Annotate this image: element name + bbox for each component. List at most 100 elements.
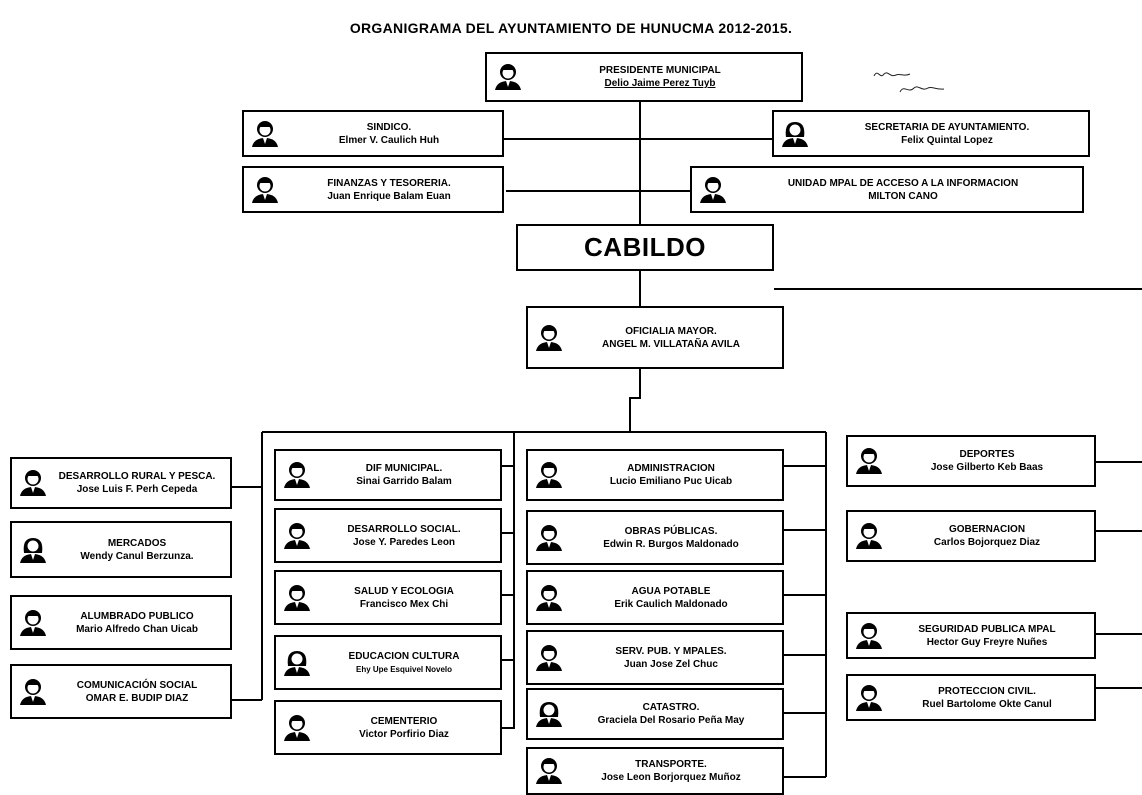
handwritten-signature — [873, 72, 945, 93]
node-gobernacion: GOBERNACION Carlos Bojorquez Diaz — [846, 510, 1096, 562]
male-avatar-icon — [534, 460, 564, 490]
male-avatar-icon — [18, 608, 48, 638]
node-secretaria: SECRETARIA DE AYUNTAMIENTO.Felix Quintal… — [772, 110, 1090, 157]
node-catastro: CATASTRO. Graciela Del Rosario Peña May — [526, 688, 784, 740]
node-name: MILTON CANO — [868, 190, 938, 202]
node-name: Jose Leon Borjorquez Muñoz — [601, 772, 741, 783]
male-avatar-icon — [854, 521, 884, 551]
node-name: Elmer V. Caulich Huh — [338, 134, 440, 146]
male-avatar-icon — [854, 446, 884, 476]
node-presidente: PRESIDENTE MUNICIPAL Delio Jaime Perez Tu… — [485, 52, 803, 102]
node-obras: OBRAS PÚBLICAS.Edwin R. Burgos Maldonado — [526, 510, 784, 565]
node-name: Victor Porfirio Diaz — [359, 728, 449, 740]
node-title: DIF MUNICIPAL. — [365, 463, 443, 474]
female-avatar-icon — [282, 648, 312, 678]
node-name: Jose Luis F. Perh Cepeda — [76, 484, 198, 495]
male-avatar-icon — [534, 323, 564, 353]
node-title: MERCADOS — [107, 537, 167, 549]
male-avatar-icon — [282, 521, 312, 551]
male-avatar-icon — [18, 677, 48, 707]
node-name: OMAR E. BUDIP DIAZ — [85, 692, 189, 704]
male-avatar-icon — [282, 460, 312, 490]
node-name: Erik Caulich Maldonado — [614, 598, 728, 610]
node-educacion: EDUCACION CULTURA Ehy Upe Esquivel Novelo — [274, 635, 502, 690]
node-name: Mario Alfredo Chan Uicab — [76, 623, 198, 635]
node-name: Francisco Mex Chi — [359, 598, 449, 610]
node-title: SERV. PUB. Y MPALES. — [615, 645, 727, 657]
node-name: Graciela Del Rosario Peña May — [597, 715, 745, 726]
node-title: SALUD Y ECOLOGIA — [354, 585, 454, 597]
cabildo-label: CABILDO — [584, 232, 706, 262]
male-avatar-icon — [18, 468, 48, 498]
node-title: EDUCACION CULTURA — [348, 650, 460, 662]
node-cabildo: CABILDO — [516, 224, 774, 271]
male-avatar-icon — [250, 175, 280, 205]
male-avatar-icon — [854, 621, 884, 651]
node-name: Felix Quintal Lopez — [901, 134, 993, 146]
node-title: DESARROLLO SOCIAL. — [347, 523, 461, 535]
male-avatar-icon — [250, 119, 280, 149]
node-title: FINANZAS Y TESORERIA. — [327, 177, 451, 189]
node-title: PROTECCION CIVIL. — [938, 685, 1036, 697]
node-title: DESARROLLO RURAL Y PESCA. — [58, 471, 216, 482]
female-avatar-icon — [780, 119, 810, 149]
node-name: Juan Jose Zel Chuc — [624, 658, 718, 670]
node-name: Ehy Upe Esquivel Novelo — [355, 664, 453, 674]
node-deportes: DEPORTES Jose Gilberto Keb Baas — [846, 435, 1096, 487]
node-name: Lucio Emiliano Puc Uicab — [609, 476, 733, 487]
node-rural: DESARROLLO RURAL Y PESCA. Jose Luis F. Pe… — [10, 457, 232, 509]
node-title: SINDICO. — [366, 121, 412, 133]
male-avatar-icon — [534, 756, 564, 786]
node-name: Delio Jaime Perez Tuyb — [604, 78, 716, 89]
male-avatar-icon — [854, 683, 884, 713]
node-finanzas: FINANZAS Y TESORERIA.Juan Enrique Balam … — [242, 166, 504, 213]
male-avatar-icon — [534, 583, 564, 613]
node-title: UNIDAD MPAL DE ACCESO A LA INFORMACION — [787, 177, 1019, 189]
node-name: Wendy Canul Berzunza. — [80, 550, 194, 562]
male-avatar-icon — [493, 62, 523, 92]
node-name: Jose Y. Paredes Leon — [352, 536, 456, 548]
node-oficialia: OFICIALIA MAYOR.ANGEL M. VILLATAÑA AVILA — [526, 306, 784, 369]
female-avatar-icon — [18, 535, 48, 565]
node-name: Sinai Garrido Balam — [356, 476, 452, 487]
male-avatar-icon — [282, 583, 312, 613]
node-name: Juan Enrique Balam Euan — [327, 190, 451, 202]
node-title: CATASTRO. — [642, 702, 700, 713]
node-title: COMUNICACIÓN SOCIAL — [76, 679, 198, 691]
male-avatar-icon — [282, 713, 312, 743]
chart-title: ORGANIGRAMA DEL AYUNTAMIENTO DE HUNUCMA … — [349, 20, 793, 36]
male-avatar-icon — [534, 643, 564, 673]
node-name: Carlos Bojorquez Diaz — [933, 537, 1041, 548]
node-serv: SERV. PUB. Y MPALES.Juan Jose Zel Chuc — [526, 630, 784, 685]
node-name: ANGEL M. VILLATAÑA AVILA — [602, 338, 740, 350]
node-desarrollo-social: DESARROLLO SOCIAL.Jose Y. Paredes Leon — [274, 508, 502, 563]
node-title: OBRAS PÚBLICAS. — [624, 525, 718, 537]
node-title: TRANSPORTE. — [635, 759, 707, 770]
node-title: CEMENTERIO — [370, 715, 438, 727]
node-title: AGUA POTABLE — [631, 585, 711, 597]
node-title: ALUMBRADO PUBLICO — [80, 610, 194, 622]
node-name: Edwin R. Burgos Maldonado — [603, 538, 739, 550]
node-title: SEGURIDAD PUBLICA MPAL — [918, 623, 1056, 635]
node-title: DEPORTES — [959, 449, 1015, 460]
node-proteccion: PROTECCION CIVIL.Ruel Bartolome Okte Can… — [846, 674, 1096, 721]
node-title: GOBERNACION — [948, 524, 1026, 535]
node-title: ADMINISTRACION — [627, 463, 715, 474]
node-title: PRESIDENTE MUNICIPAL — [599, 65, 721, 76]
node-title: OFICIALIA MAYOR. — [625, 325, 717, 337]
node-name: Jose Gilberto Keb Baas — [930, 462, 1044, 473]
male-avatar-icon — [534, 523, 564, 553]
female-avatar-icon — [534, 699, 564, 729]
node-transporte: TRANSPORTE. Jose Leon Borjorquez Muñoz — [526, 747, 784, 795]
male-avatar-icon — [698, 175, 728, 205]
node-name: Hector Guy Freyre Nuñes — [926, 636, 1048, 648]
